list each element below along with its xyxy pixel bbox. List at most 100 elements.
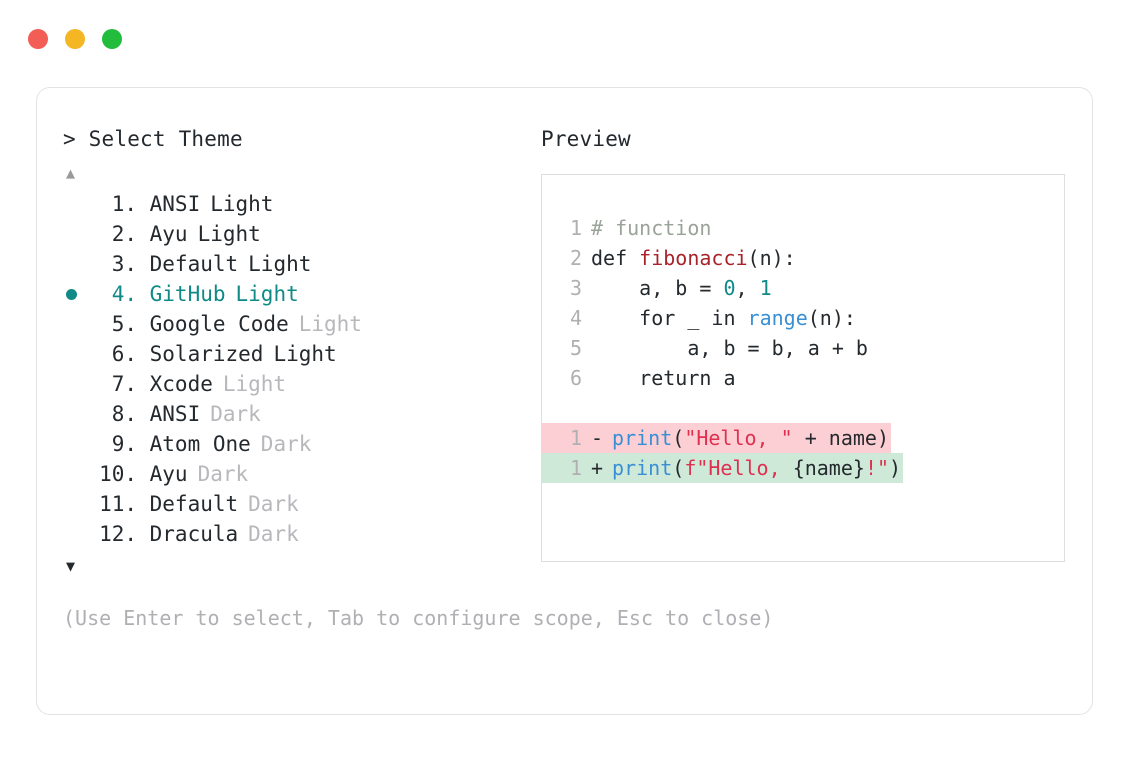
theme-item-variant: Dark <box>248 522 299 546</box>
theme-list-item[interactable]: 11. Default Dark <box>63 489 533 519</box>
selection-bullet-icon <box>66 288 77 300</box>
window-titlebar <box>0 0 1129 78</box>
theme-item-variant: Light <box>248 252 312 276</box>
code-token: ( <box>672 426 685 450</box>
select-theme-prompt: > Select Theme <box>63 127 243 151</box>
theme-item-number: 10. <box>99 462 137 486</box>
diff-line-minus: 1-print("Hello, " + name) <box>542 423 892 453</box>
code-line: 2 def fibonacci(n): <box>542 243 1064 273</box>
code-token: print <box>612 426 673 450</box>
theme-item-variant: Light <box>273 342 337 366</box>
diff-line-number: 1 <box>569 426 582 450</box>
selection-bullet-slot <box>63 519 93 549</box>
theme-item-variant: Dark <box>210 402 261 426</box>
code-line-content: for _ in range(n): <box>582 303 856 333</box>
selection-bullet-slot <box>63 309 93 339</box>
code-token: 0 <box>723 276 736 300</box>
code-line-number: 4 <box>569 306 582 330</box>
diff-line-plus: 1+print(f"Hello, {name}!") <box>542 453 904 483</box>
minimize-dot[interactable] <box>65 29 85 49</box>
diff-sign: - <box>591 426 604 450</box>
selection-bullet-slot <box>63 279 93 309</box>
selection-bullet-slot <box>63 429 93 459</box>
code-token: return a <box>591 366 736 390</box>
code-token: def <box>591 246 640 270</box>
code-token: "Hello, " <box>684 426 793 450</box>
theme-item-variant: Dark <box>260 432 312 456</box>
diff-sign: + <box>591 456 604 480</box>
theme-item-number: 4. <box>111 282 137 306</box>
theme-item-name: ANSI <box>137 192 201 216</box>
theme-item-name: Google Code <box>137 312 289 336</box>
selection-bullet-slot <box>63 339 93 369</box>
diff-line-content: print(f"Hello, {name}!") <box>612 453 903 483</box>
theme-item-variant: Light <box>210 192 274 216</box>
maximize-dot[interactable] <box>102 29 122 49</box>
code-token: (n): <box>807 306 856 330</box>
theme-item-number: 8. <box>111 402 137 426</box>
selection-bullet-slot <box>63 189 93 219</box>
code-line-number: 6 <box>569 366 582 390</box>
theme-item-number: 7. <box>111 372 137 396</box>
code-token: (n): <box>747 246 796 270</box>
code-token: , <box>735 276 760 300</box>
code-token: ) <box>889 456 902 480</box>
theme-item-number: 1. <box>111 192 137 216</box>
code-token: for _ in <box>591 306 748 330</box>
selection-bullet-slot <box>63 399 93 429</box>
code-line: 6 return a <box>542 363 1064 393</box>
theme-item-name: Solarized <box>137 342 264 366</box>
theme-item-number: 11. <box>99 492 137 516</box>
code-token: fibonacci <box>639 246 748 270</box>
code-token: a, b = b, a + b <box>591 336 868 360</box>
code-token: range <box>747 306 808 330</box>
theme-item-name: Ayu <box>137 222 188 246</box>
theme-item-number: 9. <box>111 432 137 456</box>
code-token: + name) <box>792 426 890 450</box>
code-line: 1# function <box>542 213 1064 243</box>
theme-item-name: Default <box>137 492 239 516</box>
code-line-content: a, b = b, a + b <box>582 333 868 363</box>
selection-bullet-slot <box>63 219 93 249</box>
selection-bullet-slot <box>63 249 93 279</box>
scroll-down-arrow-icon[interactable]: ▼ <box>66 557 76 575</box>
code-line: 3 a, b = 0, 1 <box>542 273 1064 303</box>
theme-item-variant: Dark <box>197 462 249 486</box>
theme-item-variant: Light <box>222 372 287 396</box>
traffic-light-group <box>28 29 122 49</box>
selection-bullet-slot <box>63 489 93 519</box>
code-line-number: 3 <box>569 276 582 300</box>
code-line-content: # function <box>582 213 711 243</box>
theme-item-name: Default <box>137 252 239 276</box>
theme-list-item[interactable]: 1. ANSI Light <box>63 189 533 219</box>
selection-bullet-slot <box>63 459 93 489</box>
theme-item-number: 12. <box>99 522 137 546</box>
selection-bullet-slot <box>63 369 93 399</box>
scroll-up-arrow-icon[interactable]: ▲ <box>66 164 76 182</box>
preview-label: Preview <box>541 127 631 151</box>
theme-item-name: GitHub <box>137 282 226 306</box>
theme-item-number: 3. <box>111 252 137 276</box>
code-token: f"Hello, <box>684 456 793 480</box>
theme-item-variant: Dark <box>248 492 299 516</box>
theme-list-item[interactable]: 3. Default Light <box>63 249 533 279</box>
close-dot[interactable] <box>28 29 48 49</box>
code-token: !" <box>864 456 890 480</box>
code-line-number: 2 <box>569 246 582 270</box>
diff-line-content: print("Hello, " + name) <box>612 423 891 453</box>
code-token: {name} <box>792 456 865 480</box>
code-token: a, b = <box>591 276 724 300</box>
